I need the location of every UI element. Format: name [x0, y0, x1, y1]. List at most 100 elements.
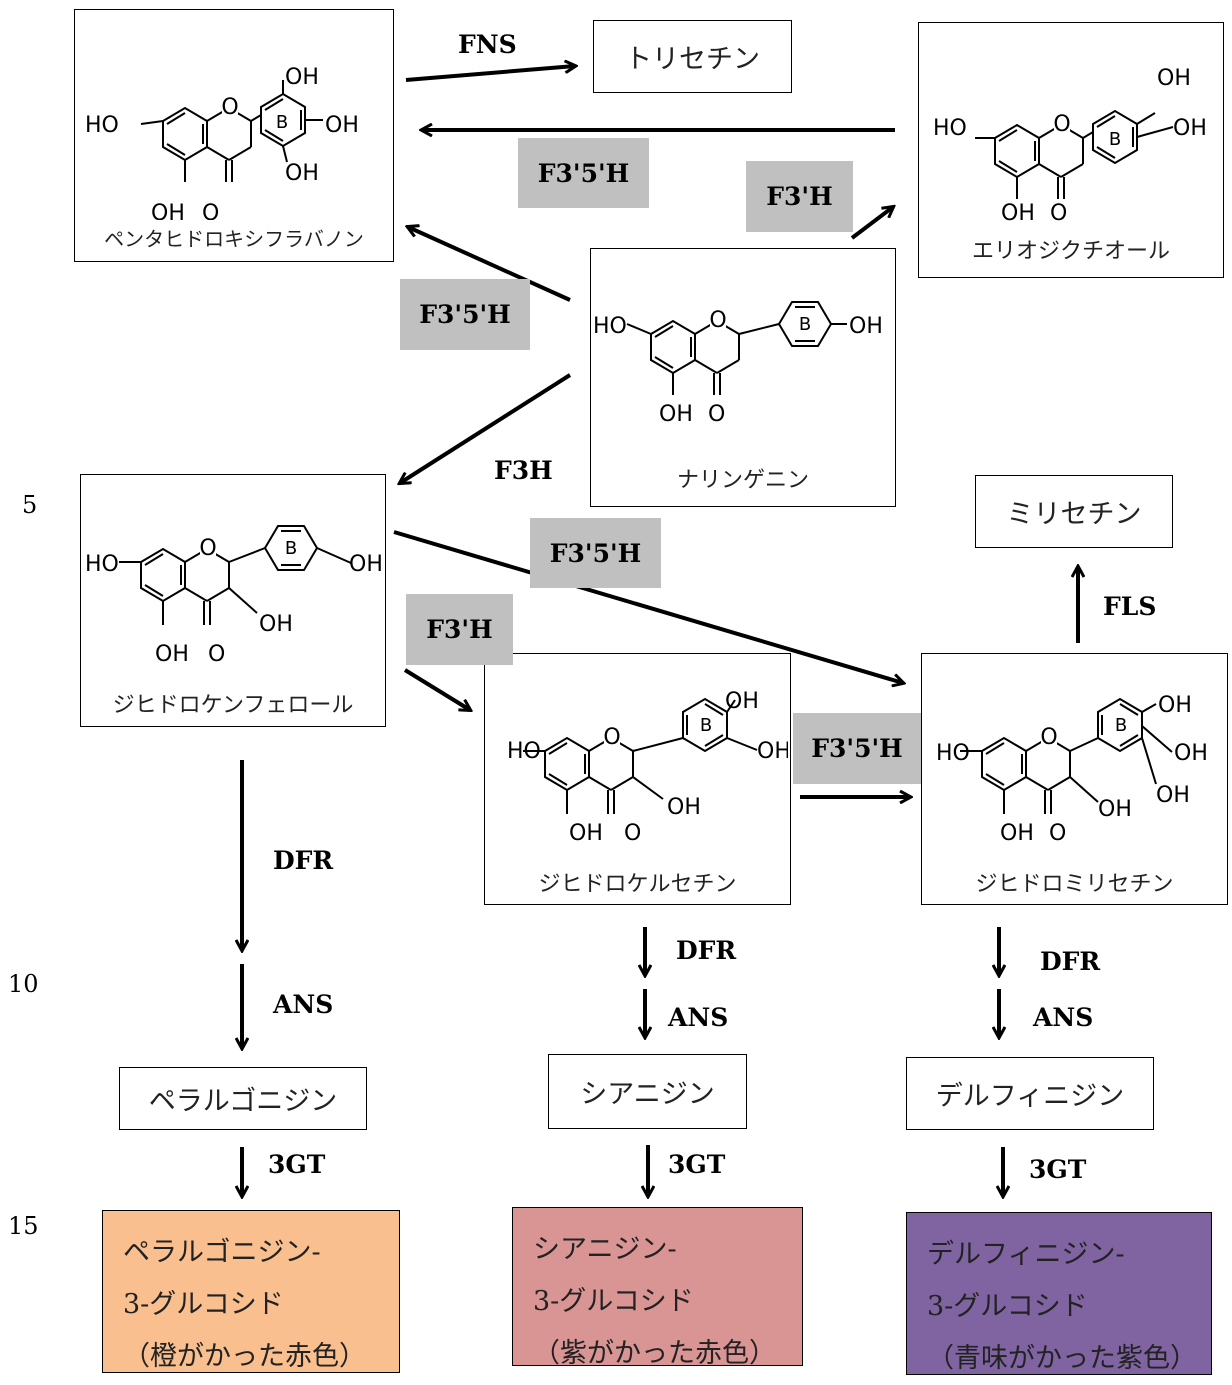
- atom-oh: OH: [725, 689, 759, 714]
- arrow-f3h-dhk-to-dhq: [403, 668, 470, 710]
- enzyme-dfr-2: DFR: [676, 936, 737, 965]
- ring-b-label: B: [285, 538, 297, 559]
- atom-o: O: [603, 725, 620, 750]
- product-color-note: （橙がかった赤色）: [123, 1341, 366, 1372]
- product-cyanidin-3-glucoside: シアニジン- 3-グルコシド （紫がかった赤色）: [512, 1207, 803, 1369]
- atom-o: O: [221, 95, 238, 120]
- product-pelargonidin-3-glucoside: ペラルゴニジン- 3-グルコシド （橙がかった赤色）: [102, 1210, 400, 1373]
- atom-o: O: [709, 308, 726, 333]
- atom-oh: OH: [757, 739, 788, 764]
- product-color-note: （青味がかった紫色）: [927, 1343, 1197, 1374]
- atom-ho: HO: [593, 314, 627, 339]
- enzyme-f3h-mid: F3'H: [406, 594, 513, 665]
- atom-ho: HO: [85, 552, 119, 577]
- structure-naringenin: O B HO OH OH O: [593, 301, 883, 427]
- enzyme-f35h-left: F3'5'H: [400, 279, 530, 350]
- ring-b-label: B: [276, 112, 288, 133]
- atom-oh: OH: [1000, 821, 1034, 846]
- enzyme-3gt-2: 3GT: [668, 1150, 726, 1179]
- arrow-f35h-dhk-to-dhm: [393, 530, 903, 683]
- structure-dihydroquercetin: O B HO OH OH OH OH O: [507, 689, 788, 846]
- product-color-note: （紫がかった赤色）: [533, 1338, 776, 1369]
- box-delphinidin: デルフィニジン: [906, 1057, 1154, 1130]
- box-eriodictyol: O B HO OH OH OH O エリオジクチオール: [918, 22, 1224, 278]
- label-dihydrokaempferol: ジヒドロケンフェロール: [112, 693, 354, 718]
- box-pentahydroxyflavanone: O B HO OH OH OH OH O ペンタヒドロキシフラバノン: [74, 9, 394, 262]
- atom-o: O: [1053, 112, 1070, 137]
- enzyme-dfr-1: DFR: [273, 846, 334, 875]
- box-dihydrokaempferol: O B HO OH OH OH O ジヒドロケンフェロール: [80, 474, 386, 727]
- atom-oh: OH: [285, 161, 319, 186]
- atom-oh: OH: [569, 821, 603, 846]
- atom-oh: OH: [1156, 783, 1190, 808]
- enzyme-dfr-3: DFR: [1040, 947, 1101, 976]
- line-number-10: 10: [8, 970, 39, 998]
- atom-oh: OH: [1174, 741, 1208, 766]
- enzyme-3gt-3: 3GT: [1029, 1155, 1087, 1184]
- enzyme-ans-2: ANS: [668, 1003, 729, 1032]
- atom-oh: OH: [259, 612, 293, 637]
- atom-oh: OH: [1173, 116, 1207, 141]
- line-number-5: 5: [22, 491, 38, 519]
- atom-oh: OH: [1157, 66, 1191, 91]
- atom-o: O: [708, 402, 725, 427]
- atom-oh: OH: [849, 314, 883, 339]
- atom-oh: OH: [1158, 693, 1192, 718]
- atom-oh: OH: [325, 113, 359, 138]
- atom-oh: OH: [151, 201, 185, 220]
- atom-o: O: [208, 642, 225, 667]
- atom-oh: OH: [349, 552, 383, 577]
- enzyme-f35h-top: F3'5'H: [518, 138, 649, 208]
- atom-o: O: [202, 201, 219, 220]
- atom-oh: OH: [155, 642, 189, 667]
- product-line2: 3-グルコシド: [927, 1291, 1088, 1322]
- arrow-f35h-nar-to-penta: [408, 227, 571, 302]
- box-myricetin: ミリセチン: [975, 475, 1173, 548]
- label-dihydromyricetin: ジヒドロミリセチン: [975, 872, 1174, 897]
- label-dihydroquercetin: ジヒドロケルセチン: [538, 872, 737, 897]
- structure-dihydromyricetin: O B HO OH OH OH OH OH O: [936, 693, 1208, 846]
- label-naringenin: ナリンゲニン: [676, 468, 809, 493]
- atom-o: O: [199, 536, 216, 561]
- atom-oh: OH: [285, 65, 319, 90]
- atom-o: O: [624, 821, 641, 846]
- box-pelargonidin: ペラルゴニジン: [119, 1067, 367, 1130]
- enzyme-3gt-1: 3GT: [268, 1150, 326, 1179]
- atom-oh: OH: [1098, 797, 1132, 822]
- enzyme-f35h-right: F3'5'H: [793, 713, 921, 784]
- atom-ho: HO: [85, 113, 119, 138]
- structure-eriodictyol: O B HO OH OH OH O: [933, 66, 1207, 226]
- arrow-f3h-nar-to-dhk: [400, 373, 572, 483]
- structure-dihydrokaempferol: O B HO OH OH OH O: [85, 525, 383, 667]
- atom-oh: OH: [659, 402, 693, 427]
- line-number-15: 15: [8, 1212, 39, 1240]
- box-tricetin: トリセチン: [593, 20, 792, 93]
- enzyme-f3h: F3H: [494, 456, 553, 485]
- atom-oh: OH: [1001, 201, 1035, 226]
- ring-b-label: B: [1115, 715, 1127, 736]
- atom-ho: HO: [507, 739, 541, 764]
- product-line2: 3-グルコシド: [123, 1289, 284, 1320]
- arrow-f3h-to-eriod: [850, 207, 893, 240]
- atom-o: O: [1050, 201, 1067, 226]
- product-delphinidin-3-glucoside: デルフィニジン- 3-グルコシド （青味がかった紫色）: [906, 1212, 1212, 1375]
- ring-b-label: B: [1109, 129, 1121, 150]
- enzyme-ans-3: ANS: [1033, 1003, 1094, 1032]
- enzyme-f35h-mid: F3'5'H: [530, 518, 661, 588]
- box-dihydroquercetin: O B HO OH OH OH OH O ジヒドロケルセチン: [484, 653, 791, 905]
- enzyme-ans-1: ANS: [273, 990, 334, 1019]
- label-eriodictyol: エリオジクチオール: [971, 239, 1170, 264]
- box-cyanidin: シアニジン: [548, 1054, 747, 1129]
- enzyme-f3h-top: F3'H: [746, 161, 853, 232]
- product-line1: ペラルゴニジン-: [123, 1237, 321, 1268]
- product-line1: シアニジン-: [533, 1234, 677, 1265]
- product-line2: 3-グルコシド: [533, 1286, 694, 1317]
- atom-ho: HO: [933, 116, 967, 141]
- ring-b-label: B: [799, 314, 811, 335]
- product-line1: デルフィニジン-: [927, 1239, 1125, 1270]
- structure-pentahydroxyflavanone: O B HO OH OH OH OH O: [85, 65, 359, 220]
- atom-ho: HO: [936, 741, 970, 766]
- atom-o: O: [1040, 725, 1057, 750]
- label-pentahydroxyflavanone: ペンタヒドロキシフラバノン: [104, 227, 364, 251]
